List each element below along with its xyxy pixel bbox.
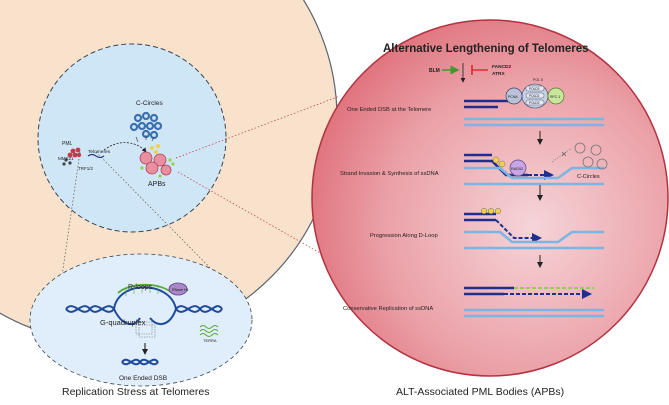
caption-left: Replication Stress at Telomeres (62, 386, 209, 398)
step-1: One Ended DSB at the Telomere PCNA POLD3… (347, 78, 604, 145)
step-1-label: One Ended DSB at the Telomere (347, 107, 431, 113)
step-4-label: Conservative Replication of ssDNA (343, 306, 433, 312)
c-circles-label: C-Circles (577, 174, 600, 180)
nucleus (37, 43, 365, 285)
one-ended-dsb-label: One Ended DSB (119, 375, 167, 382)
c-circles-cluster: C-Circles (129, 100, 163, 140)
replication-stress-panel: RNase H1 TERRA R-loops G-quadruplex One … (29, 253, 253, 387)
pcna-label: PCNA (508, 95, 518, 99)
step-4: Conservative Replication of ssDNA (343, 286, 604, 318)
step-2: Strand Invasion & Synthesis of ssDNA RAD… (340, 142, 608, 201)
rad52-label: RAD52 (511, 167, 523, 171)
regulators: BLM FANCD2 ATRX (429, 63, 512, 83)
caption-right: ALT-Associated PML Bodies (APBs) (396, 386, 564, 398)
pold3-label: POLD3 (529, 87, 540, 91)
apb-detail-circle (311, 19, 669, 377)
atrx-label: ATRX (492, 71, 506, 77)
pml-cluster: PML MMS21 Telomeres TRF1/2 (58, 141, 147, 171)
step-3-label: Progression Along D-Loop (370, 233, 438, 239)
r-loops-label: R-loops (128, 284, 153, 291)
pml-label: PML (62, 141, 73, 147)
g-quadruplex-label: G-quadruplex (100, 318, 146, 327)
pold1-label: POLD1 (529, 94, 540, 98)
step-3: Progression Along D-Loop (370, 207, 604, 268)
pold2-label: POLD2 (529, 101, 540, 105)
diagram-title: Alternative Lengthening of Telomeres (383, 43, 589, 55)
telomeres-label: Telomeres (88, 149, 111, 155)
pol-label: POL δ (533, 78, 543, 82)
rfc-label: RFC-1 (550, 95, 560, 99)
rnase-label: RNase H1 (172, 288, 189, 292)
apbs-label: APBs (148, 181, 166, 188)
trf12-label: TRF1/2 (78, 166, 94, 171)
apbs-cluster: APBs (135, 135, 175, 188)
mms21-label: MMS21 (58, 156, 74, 161)
c-circles-nucleus-label: C-Circles (136, 100, 163, 107)
step-2-label: Strand Invasion & Synthesis of ssDNA (340, 171, 439, 177)
fancd2-label: FANCD2 (492, 64, 512, 70)
terra-label: TERRA (203, 338, 217, 343)
blm-label: BLM (429, 68, 440, 74)
